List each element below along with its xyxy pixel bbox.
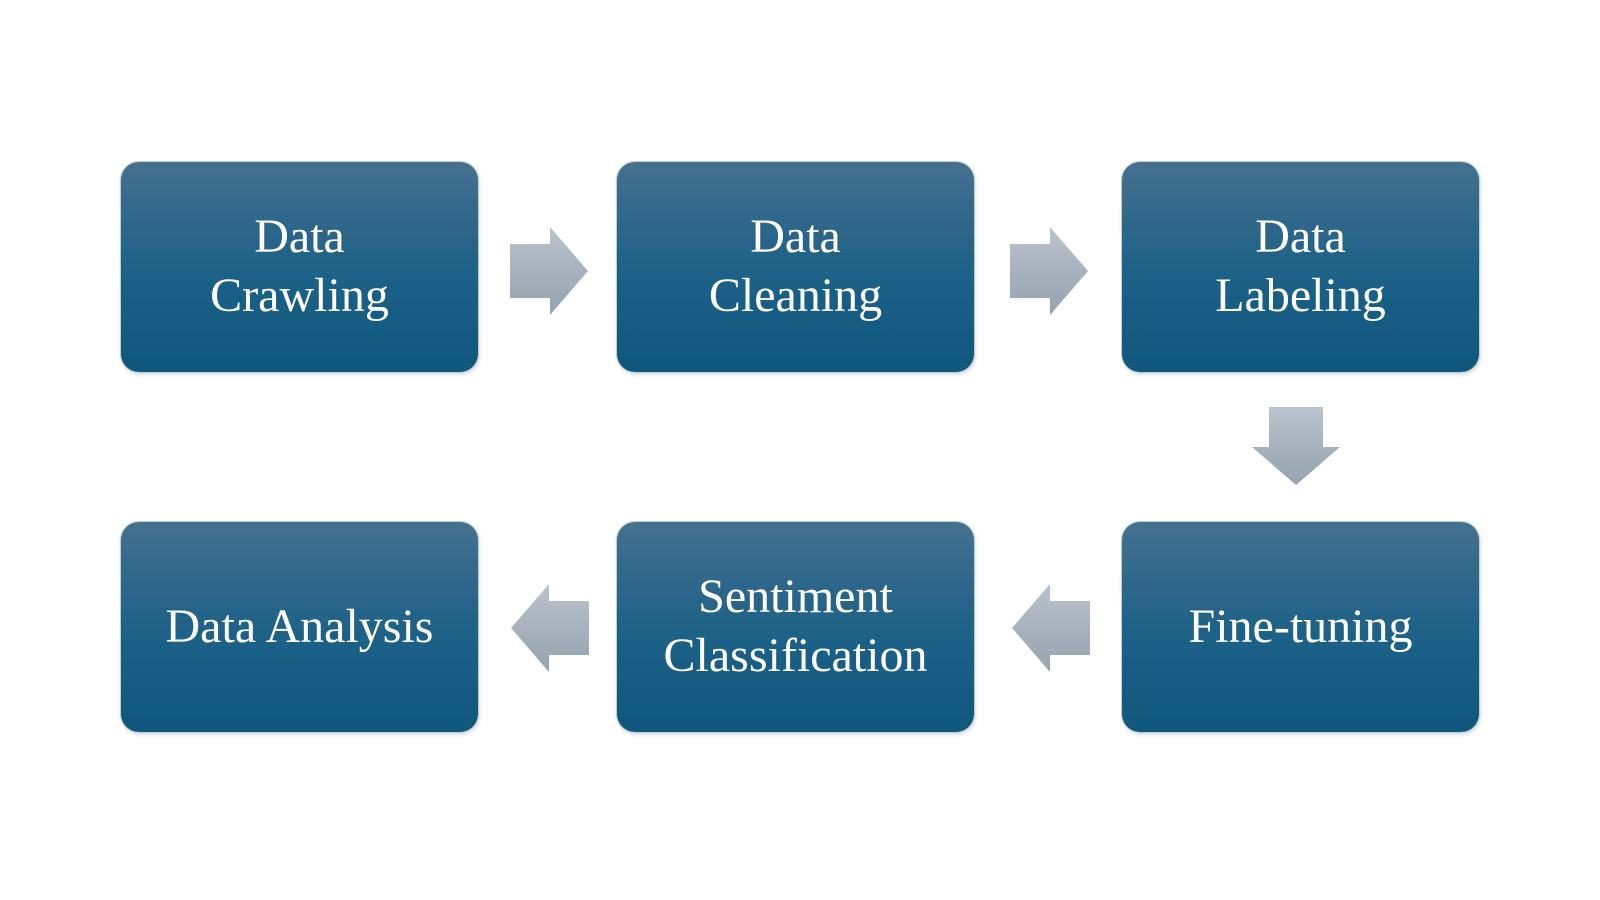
node-label-line: Data [1255, 210, 1346, 264]
node-label-line: Data Analysis [165, 599, 434, 653]
node-label-line: Crawling [210, 269, 389, 322]
flow-node-data-analysis: Data Analysis [121, 522, 478, 732]
node-label-line: Data [254, 210, 345, 264]
arrow-left-icon [511, 584, 589, 672]
flow-node-sentiment-classification: Sentiment Classification [617, 522, 974, 732]
flow-node-data-cleaning: Data Cleaning [617, 162, 974, 372]
node-label-line: Labeling [1215, 269, 1386, 322]
arrow-down-icon [1252, 407, 1340, 485]
flow-node-data-crawling: Data Crawling [121, 162, 478, 372]
node-label-line: Data [750, 210, 841, 264]
node-label-line: Fine-tuning [1188, 599, 1413, 653]
arrow-left-icon [1012, 584, 1090, 672]
node-label-line: Sentiment [698, 570, 893, 624]
flow-node-data-labeling: Data Labeling [1122, 162, 1479, 372]
arrow-right-icon [510, 227, 588, 315]
arrow-right-icon [1010, 227, 1088, 315]
flow-node-fine-tuning: Fine-tuning [1122, 522, 1479, 732]
node-label-line: Classification [663, 629, 928, 682]
node-label-line: Cleaning [708, 269, 883, 322]
